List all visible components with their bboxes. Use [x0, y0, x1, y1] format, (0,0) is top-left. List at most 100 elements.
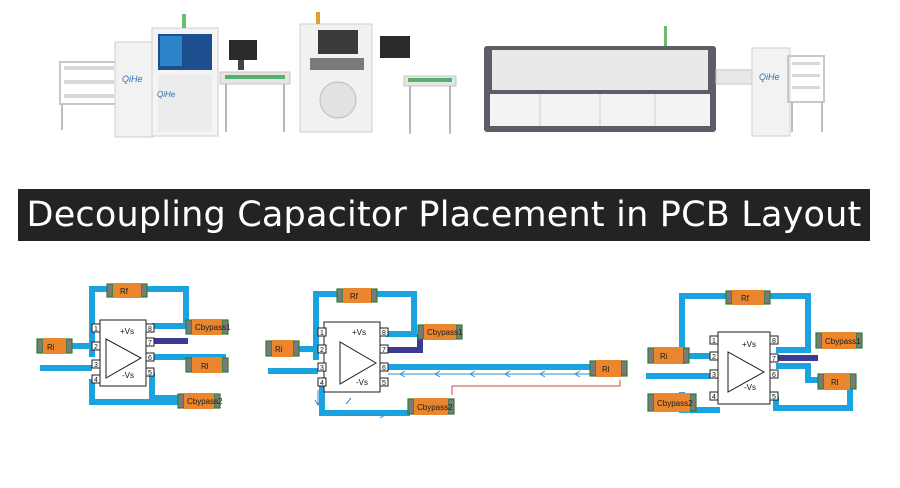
capacitor-cbypass2: Cbypass2	[177, 393, 223, 409]
svg-text:7: 7	[772, 356, 776, 363]
component-label: Cbypass1	[427, 328, 463, 337]
trace-ground-return	[319, 384, 410, 416]
loader-machine: QiHe	[59, 41, 154, 138]
svg-text:5: 5	[772, 394, 776, 401]
capacitor-cbypass1: Cbypass1	[185, 319, 231, 335]
svg-text:1: 1	[94, 326, 98, 333]
circuit-diagram-3: +Vs -Vs 1 2 3 4 8 7 6 5 Rf Ri Cbypass1	[646, 290, 863, 413]
component-label: Rl	[831, 378, 839, 387]
svg-text:8: 8	[772, 338, 776, 345]
opamp-symbol	[727, 351, 766, 393]
svg-text:4: 4	[712, 394, 716, 401]
resistor-ri: Ri	[265, 340, 300, 357]
svg-text:1: 1	[712, 338, 716, 345]
svg-text:4: 4	[320, 380, 324, 387]
svg-text:6: 6	[772, 372, 776, 379]
component-label: Cbypass1	[825, 337, 861, 346]
circuit-diagram-1: +Vs -Vs 1 2 3 4 8 7 6 5 Rf Ri Cbypass1	[36, 283, 231, 409]
component-label: Rf	[350, 292, 359, 301]
pin-3	[317, 362, 327, 372]
vminus-label: -Vs	[122, 371, 134, 380]
pin-6	[769, 369, 779, 379]
pin-7	[145, 337, 155, 347]
title-banner: Decoupling Capacitor Placement in PCB La…	[18, 189, 870, 241]
pin-7	[769, 353, 779, 363]
circuit-diagram-2: +Vs -Vs 1 2 3 4 8 7 6 5 Rf Ri Cbypass1	[265, 288, 628, 419]
opamp-symbol	[105, 338, 143, 379]
brand-mark: QiHe	[122, 74, 143, 84]
trace-feedback-loop	[679, 293, 811, 364]
brand-mark: QiHe	[759, 72, 780, 82]
pin-4	[317, 377, 327, 387]
pin-3	[91, 359, 101, 369]
pin-2	[709, 351, 719, 361]
vminus-label: -Vs	[744, 383, 756, 392]
pin-3	[709, 369, 719, 379]
svg-text:8: 8	[382, 330, 386, 337]
component-label: Ri	[275, 345, 283, 354]
capacitor-cbypass1: Cbypass1	[417, 324, 463, 340]
reflow-oven	[484, 26, 716, 132]
svg-text:6: 6	[148, 355, 152, 362]
resistor-rf: Rf	[336, 288, 378, 303]
svg-text:7: 7	[148, 340, 152, 347]
component-label: Cbypass2	[417, 403, 453, 412]
resistor-rl: Rl	[817, 373, 857, 390]
opamp-symbol	[339, 341, 377, 385]
svg-text:8: 8	[148, 326, 152, 333]
trace-bypass2-ground	[89, 379, 178, 405]
vplus-label: +Vs	[120, 327, 134, 336]
trace-output-down	[149, 372, 186, 401]
pin-1	[91, 323, 101, 333]
capacitor-cbypass2: Cbypass2	[407, 398, 455, 415]
pin-6	[145, 352, 155, 362]
pin-1	[709, 335, 719, 345]
brand-mark: QiHe	[157, 90, 176, 99]
component-label: Ri	[660, 352, 668, 361]
svg-text:3: 3	[94, 362, 98, 369]
conveyor-1	[219, 40, 291, 132]
svg-text:2: 2	[320, 347, 324, 354]
component-label: Rf	[120, 287, 129, 296]
pin-4	[91, 374, 101, 384]
pin-6	[379, 362, 389, 372]
pick-and-place-machine	[299, 12, 410, 133]
pin-7	[379, 344, 389, 354]
capacitor-cbypass1: Cbypass1	[815, 332, 863, 349]
pin-8	[379, 327, 389, 337]
pin-4	[709, 391, 719, 401]
svg-text:6: 6	[382, 365, 386, 372]
resistor-rf: Rf	[106, 283, 148, 298]
page-title: Decoupling Capacitor Placement in PCB La…	[26, 195, 862, 235]
resistor-rf: Rf	[725, 290, 771, 305]
pin-2	[317, 344, 327, 354]
component-label: Cbypass2	[657, 399, 693, 408]
trace-output-load	[776, 363, 826, 383]
component-label: Cbypass1	[195, 323, 231, 332]
component-label: Rl	[602, 365, 610, 374]
pin-5	[379, 377, 389, 387]
svg-text:2: 2	[712, 354, 716, 361]
resistor-ri: Ri	[647, 347, 690, 364]
component-label: Ri	[47, 343, 55, 352]
trace-feedback-loop	[313, 291, 417, 360]
resistor-ri: Ri	[36, 338, 73, 354]
resistor-rl: Rl	[589, 360, 628, 377]
pin-5	[145, 367, 155, 377]
svg-text:5: 5	[148, 370, 152, 377]
component-label: Cbypass2	[187, 397, 223, 406]
pin-1	[317, 327, 327, 337]
unloader-machine: QiHe	[715, 47, 825, 137]
vminus-label: -Vs	[356, 378, 368, 387]
svg-text:4: 4	[94, 377, 98, 384]
component-label: Rl	[201, 362, 209, 371]
pin-8	[145, 323, 155, 333]
trace-feedback-loop	[89, 286, 189, 357]
vplus-label: +Vs	[742, 340, 756, 349]
circuit-diagrams: +Vs -Vs 1 2 3 4 8 7 6 5 Rf Ri Cbypass1	[36, 283, 863, 419]
pin-8	[769, 335, 779, 345]
svg-text:3: 3	[320, 365, 324, 372]
svg-text:1: 1	[320, 330, 324, 337]
capacitor-cbypass2: Cbypass2	[647, 393, 697, 412]
component-label: Rf	[741, 294, 750, 303]
